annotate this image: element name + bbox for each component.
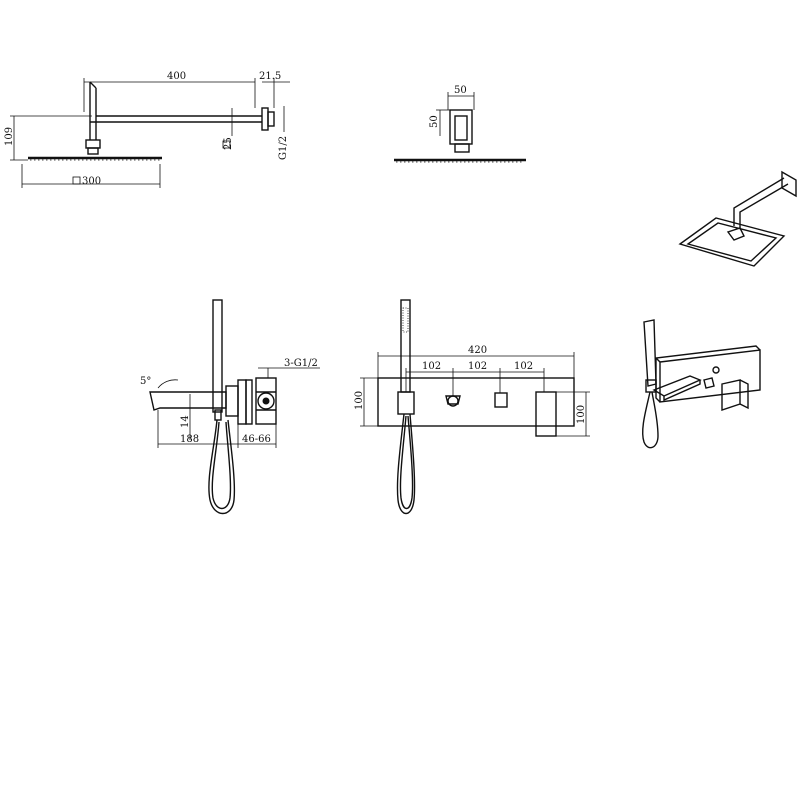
- dim-21-5: 21.5: [259, 71, 281, 82]
- dim-300: 300: [82, 176, 101, 187]
- dim-g1-2: G1/2: [278, 136, 289, 160]
- dim-420: 420: [468, 345, 487, 356]
- dim-5-degrees: 5°: [140, 376, 151, 387]
- view-mixer-side: [149, 299, 320, 515]
- view-showerhead-isometric: [678, 170, 797, 267]
- view-showerhead-side: [10, 78, 290, 188]
- dim-3-g1-2: 3-G1/2: [284, 358, 318, 369]
- dim-188: 188: [180, 434, 199, 445]
- dim-102-first: 102: [422, 361, 441, 372]
- dim-400: 400: [167, 71, 186, 82]
- dim-102-second: 102: [468, 361, 487, 372]
- dim-46-66: 46-66: [242, 434, 271, 445]
- dim-100-left: 100: [354, 391, 365, 410]
- dim-50-height: 50: [429, 115, 440, 128]
- dim-102-third: 102: [514, 361, 533, 372]
- dim-100-right: 100: [576, 405, 587, 424]
- dim-109: 109: [4, 127, 15, 146]
- dim-25: 25: [223, 137, 234, 150]
- view-mixer-front: [360, 299, 590, 515]
- view-showerhead-front: [394, 92, 526, 163]
- dim-50-width: 50: [454, 85, 467, 96]
- dim-14: 14: [180, 415, 191, 428]
- view-mixer-isometric: [641, 319, 761, 449]
